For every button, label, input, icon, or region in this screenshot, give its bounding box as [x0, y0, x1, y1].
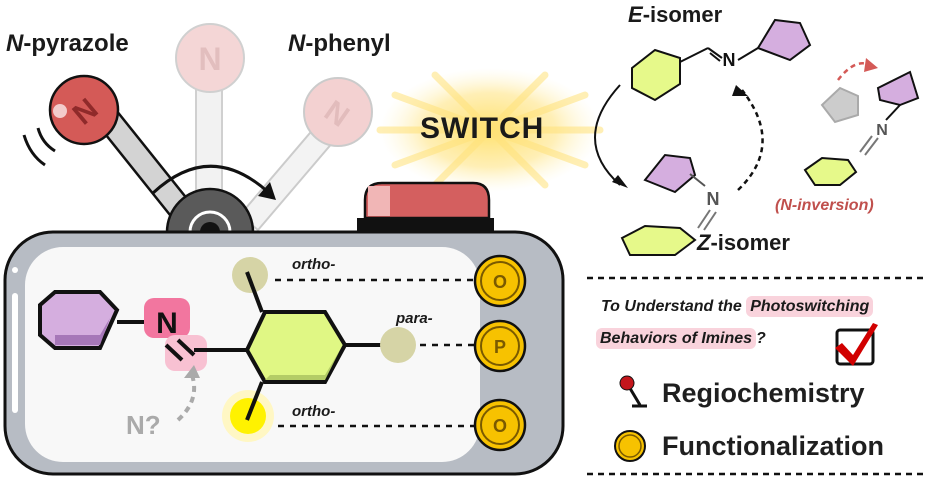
- z-isomer-label: Z-isomer: [697, 230, 790, 255]
- e-isomer-label: E-isomer: [628, 2, 723, 27]
- position-leaders: [275, 278, 475, 428]
- question-line-2: Behaviors of Imines?: [596, 328, 766, 349]
- pixel-molecule: N: [38, 257, 416, 442]
- rotation-arrow: [151, 164, 270, 195]
- label-ortho-bottom: ortho-: [292, 403, 336, 420]
- functionalization-label: Functionalization: [662, 431, 884, 461]
- svg-text:O: O: [493, 272, 507, 292]
- button-ortho-top[interactable]: O: [473, 254, 527, 308]
- position-buttons: O P O: [473, 254, 527, 452]
- lever-faded-right: N: [238, 77, 373, 232]
- svg-text:N: N: [723, 50, 736, 70]
- button-ortho-bottom[interactable]: O: [473, 398, 527, 452]
- n-question-label: N?: [126, 410, 161, 440]
- n-inversion-label: (N-inversion): [775, 197, 874, 214]
- n-inversion-structure: N: [803, 58, 920, 186]
- label-n-pyrazole: N-pyrazole: [6, 30, 129, 57]
- label-n-phenyl: N-phenyl: [288, 30, 391, 57]
- svg-text:N: N: [198, 41, 221, 77]
- label-para: para-: [396, 310, 433, 327]
- highlight-behaviors: Behaviors of Imines: [596, 328, 757, 349]
- coin-button-icon: [614, 430, 646, 462]
- check-icon: [835, 323, 878, 366]
- svg-text:N: N: [876, 122, 888, 139]
- svg-text:P: P: [494, 337, 506, 357]
- button-para[interactable]: P: [473, 319, 527, 373]
- regiochemistry-label: Regiochemistry: [662, 378, 865, 408]
- lever-pivot: [165, 187, 255, 234]
- photo-arrow: [594, 84, 621, 186]
- svg-text:N: N: [156, 307, 178, 340]
- e-isomer-structure: N: [631, 18, 812, 102]
- label-ortho-top: ortho-: [292, 256, 336, 273]
- switch-glow: [376, 68, 604, 192]
- thermal-arrow: [737, 89, 764, 191]
- switch-label: SWITCH: [420, 112, 545, 145]
- switch-button[interactable]: [357, 181, 494, 232]
- svg-text:O: O: [493, 416, 507, 436]
- joystick-icon: [619, 375, 647, 408]
- z-isomer-structure: N: [620, 153, 720, 256]
- highlight-photoswitching: Photoswitching: [746, 296, 874, 317]
- svg-text:N: N: [707, 189, 720, 209]
- question-line-1: To Understand the Photoswitching: [601, 296, 874, 317]
